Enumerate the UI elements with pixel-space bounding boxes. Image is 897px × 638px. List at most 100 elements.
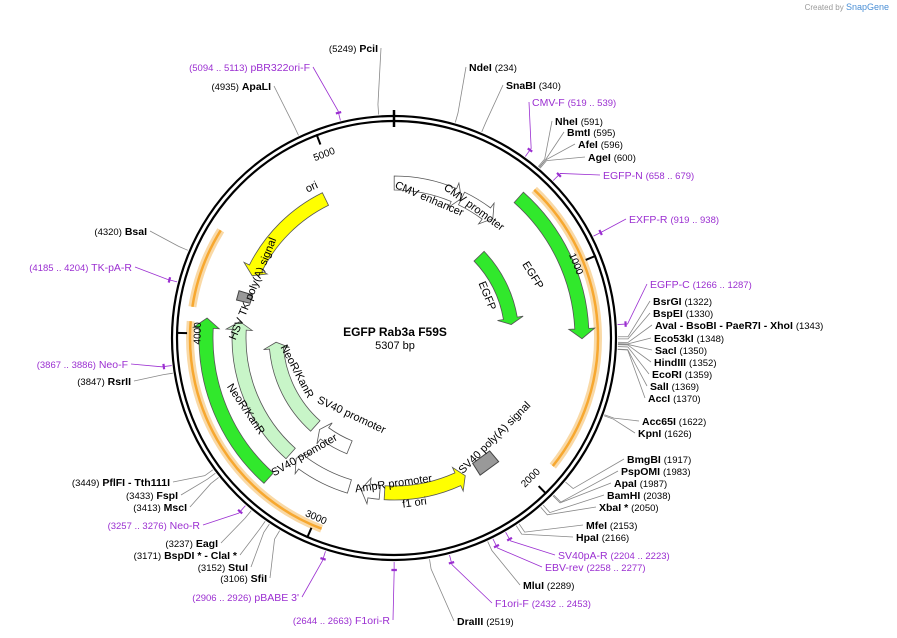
site-pos-hpai: (2166) [602, 533, 629, 544]
site-leader-bsai [149, 230, 189, 251]
site-name-exfp-r: EXFP-R [629, 214, 668, 226]
site-label-bspdi: (3171) BspDI * - ClaI * [134, 550, 238, 562]
site-pos-pbr322ori-f: (5094 .. 5113) [189, 63, 247, 74]
site-name-bamhi: BamHI [607, 490, 640, 502]
site-label-sv40pa-r: SV40pA-R (2204 .. 2223) [558, 550, 670, 562]
site-label-stui: (3152) StuI [198, 562, 248, 574]
plasmid-length: 5307 bp [375, 340, 415, 352]
primer-mark-cmv-f [527, 147, 533, 153]
primer-mark-sv40pa-r [506, 536, 513, 542]
site-leader-kpni [603, 415, 636, 434]
site-name-f1ori-f: F1ori-F [495, 598, 529, 610]
site-name-neo-f: Neo-F [99, 359, 128, 371]
site-label-ecori: EcoRI (1359) [652, 369, 712, 381]
site-pos-ebv-rev: (2258 .. 2277) [586, 563, 645, 574]
site-label-pflfi: (3449) PflFI - Tth111I [72, 477, 170, 489]
label-ori: ori [304, 179, 320, 195]
site-pos-bspdi: (3171) [134, 551, 161, 562]
site-leader-sali [617, 348, 648, 387]
site-pos-ndei: (234) [495, 63, 517, 74]
site-name-acc65i: Acc65I [642, 416, 676, 428]
site-name-nhei: NheI [555, 116, 578, 128]
orange-arc-group [186, 186, 602, 533]
site-name-egfp-c: EGFP-C [650, 279, 690, 291]
site-name-sv40pa-r: SV40pA-R [558, 550, 608, 562]
site-name-kpni: KpnI [638, 428, 661, 440]
site-name-tk-pa-r: TK-pA-R [91, 262, 132, 274]
credit-brand: SnapGene [845, 2, 889, 12]
site-pos-mfei: (2153) [610, 521, 637, 532]
site-leader-sv40pa-r [505, 532, 556, 556]
site-pos-hindiii: (1352) [689, 358, 716, 369]
site-leader-bmti [538, 131, 565, 168]
orf-arc [188, 321, 323, 530]
site-pos-fspi: (3433) [126, 491, 153, 502]
site-label-neo-r: (3257 .. 3276) Neo-R [108, 520, 201, 532]
site-pos-egfp-c: (1266 .. 1287) [693, 280, 752, 291]
site-leader-acc65i [604, 414, 640, 422]
site-label-sali: SalI (1369) [650, 381, 699, 393]
site-pos-pcii: (5249) [329, 44, 356, 55]
primer-mark-pbabe3 [320, 556, 327, 561]
site-name-rsrii: RsrII [108, 376, 131, 388]
feature-hsv-tk [235, 290, 254, 304]
tick-mark [585, 254, 597, 261]
site-pos-draiii: (2519) [486, 617, 513, 628]
site-label-ndei: NdeI (234) [469, 62, 517, 74]
site-label-hindiii: HindIII (1352) [654, 357, 716, 369]
site-label-pcii: (5249) PciI [329, 43, 378, 55]
site-label-cmv-f: CMV-F (519 .. 539) [532, 97, 616, 109]
label-f1-ori: f1 ori [402, 495, 428, 510]
site-pos-neo-r: (3257 .. 3276) [108, 521, 167, 532]
site-pos-saci: (1350) [680, 346, 707, 357]
site-pos-nhei: (591) [581, 117, 603, 128]
tick-mark [537, 485, 548, 495]
tick-label: 5000 [312, 146, 337, 164]
site-leader-saci [617, 343, 653, 351]
site-label-sfii: (3106) SfiI [220, 573, 267, 585]
site-pos-bspei: (1330) [686, 309, 713, 320]
site-leader-ecori [617, 346, 650, 375]
site-name-stui: StuI [228, 562, 248, 574]
site-name-bmti: BmtI [567, 127, 590, 139]
site-name-pflfi: PflFI - Tth111I [102, 477, 170, 489]
site-leader-bspei [617, 312, 651, 340]
site-pos-msci: (3413) [133, 503, 160, 514]
site-name-draiii: DraIII [457, 616, 483, 628]
site-leader-pcii [377, 47, 382, 115]
site-pos-acci: (1370) [673, 394, 700, 405]
feature-neo-kan-1 [224, 321, 296, 460]
site-pos-agei: (600) [614, 153, 636, 164]
site-leader-msci [189, 477, 219, 508]
site-leader-xbai [540, 506, 597, 516]
primer-mark-f1ori-f [448, 561, 455, 565]
site-label-egfp-n: EGFP-N (658 .. 679) [603, 170, 694, 182]
site-pos-apali: (4935) [211, 82, 238, 93]
primer-mark-pbr322ori-f [335, 111, 342, 115]
site-leader-pbabe3 [301, 551, 326, 598]
site-name-xbai: XbaI * [599, 502, 629, 514]
site-pos-ecori: (1359) [685, 370, 712, 381]
feature-cmv-promoter [457, 191, 495, 225]
site-label-nhei: NheI (591) [555, 116, 603, 128]
site-pos-bsrgi: (1322) [685, 297, 712, 308]
site-leader-apali [273, 85, 299, 136]
site-leader-eagi [220, 510, 252, 544]
site-name-pbabe3: pBABE 3' [254, 592, 299, 604]
site-label-acci: AccI (1370) [648, 393, 701, 405]
site-pos-pbabe3: (2906 .. 2926) [192, 593, 251, 604]
site-pos-afei: (596) [601, 140, 623, 151]
tick-mark [315, 133, 322, 145]
site-name-bmgbi: BmgBI [627, 454, 661, 466]
site-label-pspomi: PspOMI (1983) [621, 466, 690, 478]
site-name-acci: AccI [648, 393, 670, 405]
site-name-sfii: SfiI [251, 573, 267, 585]
site-label-eco53ki: Eco53kI (1348) [654, 333, 724, 345]
site-leader-fspi [180, 472, 216, 496]
site-leader-egfp-c [617, 283, 648, 325]
orf-arc [533, 188, 600, 467]
site-label-mfei: MfeI (2153) [586, 520, 637, 532]
feature-ori [242, 192, 330, 277]
site-leader-bspdi [239, 521, 266, 556]
